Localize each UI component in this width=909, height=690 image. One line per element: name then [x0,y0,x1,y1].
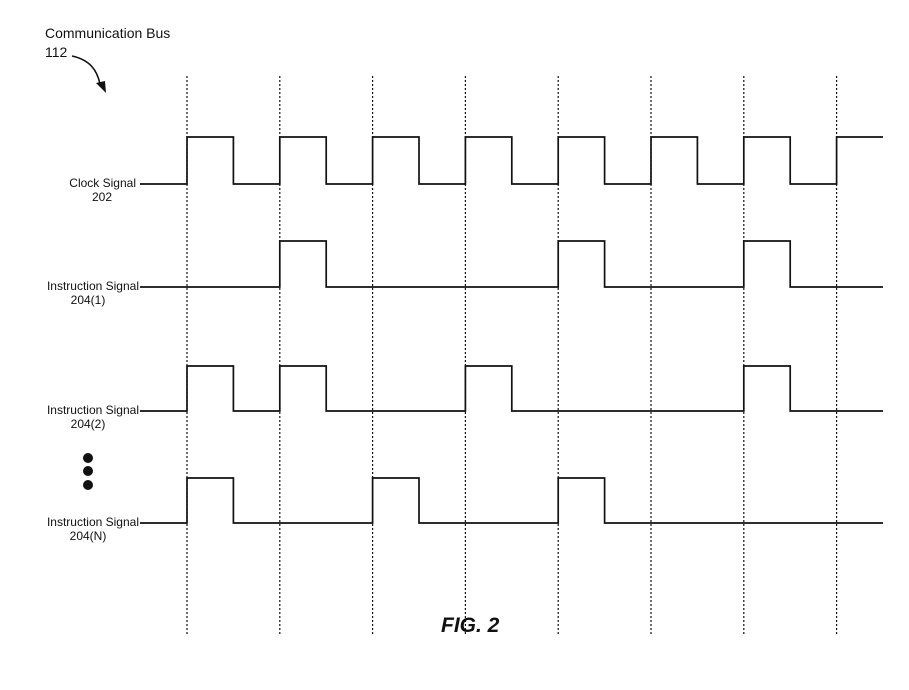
diagram-title: Communication Bus [45,25,170,41]
reference-arrow [71,55,106,93]
signal-label-instruction-1: Instruction Signal 204(1) [47,279,139,307]
waveform-204(1) [140,240,883,288]
waveform-202 [140,136,883,185]
diagram-ref-number: 112 [45,44,68,60]
signal-name: Instruction Signal [47,403,139,417]
signal-name: Clock Signal [69,176,136,190]
figure-label: FIG. 2 [441,614,500,637]
signal-ref: 204(2) [71,417,106,431]
signal-name: Instruction Signal [47,515,139,529]
ellipsis-dots [83,453,93,490]
signal-label-instruction-n: Instruction Signal 204(N) [47,515,139,543]
signal-ref: 204(1) [71,293,106,307]
waveform-204(2) [140,365,883,412]
signal-waveforms [140,136,883,524]
signal-name: Instruction Signal [47,279,139,293]
signal-ref: 202 [92,190,112,204]
signal-label-clock: Clock Signal 202 [69,176,136,204]
waveform-204(N) [140,477,883,524]
signal-ref: 204(N) [70,529,107,543]
signal-label-instruction-2: Instruction Signal 204(2) [47,403,139,431]
